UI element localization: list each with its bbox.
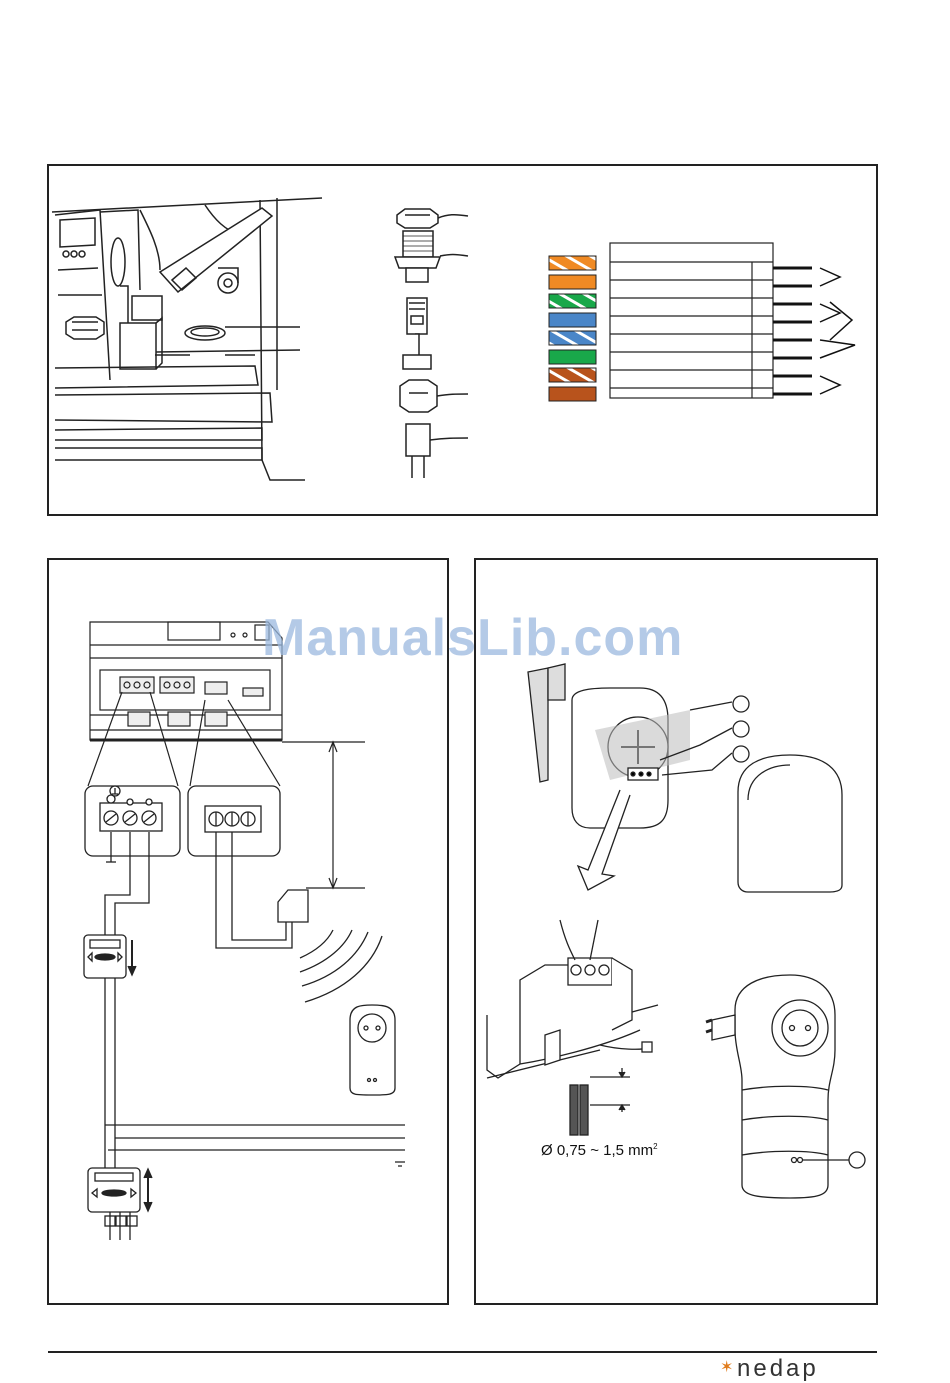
star-icon: ✶ xyxy=(720,1357,733,1377)
wireless-plug-module xyxy=(350,1005,395,1095)
cable-gland-exploded-view xyxy=(395,209,468,478)
terminal-zoom-earth xyxy=(85,786,180,856)
device-interior-drawing xyxy=(52,198,322,480)
pin-table-grid xyxy=(610,243,773,398)
brand-logo: nedap xyxy=(737,1355,819,1383)
callout-circle-4 xyxy=(849,1152,865,1168)
distance-dimension xyxy=(282,742,365,888)
bottom-left-panel xyxy=(48,559,448,1304)
callout-circle-3 xyxy=(733,746,749,762)
terminal-wiring-detail xyxy=(487,920,658,1135)
wireless-antenna xyxy=(278,890,382,1002)
bottom-right-panel xyxy=(475,559,877,1304)
cable-strip-blue-white xyxy=(549,331,596,345)
controller-board-drawing xyxy=(88,622,282,786)
pin-wire-stubs xyxy=(773,268,812,394)
wire-spec-text: Ø 0,75 ~ 1,5 mm xyxy=(541,1142,653,1159)
bus-module-upper xyxy=(84,935,136,978)
cable-strip-orange xyxy=(549,275,596,289)
cable-strip-green-white xyxy=(549,294,596,308)
cable-strip-green xyxy=(549,350,596,364)
callout-circle-1 xyxy=(733,696,749,712)
wall-receiver-mount xyxy=(528,664,732,890)
wiring-color-table xyxy=(549,243,855,401)
socket-adapter-plug xyxy=(706,975,850,1198)
bus-module-lower xyxy=(88,1168,152,1212)
cable-strip-brown xyxy=(549,387,596,401)
top-panel xyxy=(48,165,877,515)
top-panel-frame xyxy=(48,165,877,515)
callout-circle-2 xyxy=(733,721,749,737)
terminal-zoom-three-pin xyxy=(188,786,280,856)
cable-strip-orange-white xyxy=(549,256,596,270)
watermark-text: ManualsLib.com xyxy=(262,608,683,668)
pair-grouping-arrows xyxy=(820,268,855,394)
cable-strip-brown-white xyxy=(549,368,596,382)
cable-strip-blue xyxy=(549,313,596,327)
wire-cross-section-label: Ø 0,75 ~ 1,5 mm2 xyxy=(541,1142,658,1159)
wire-spec-unit-exponent: 2 xyxy=(653,1142,657,1151)
receiver-cover xyxy=(738,755,842,892)
